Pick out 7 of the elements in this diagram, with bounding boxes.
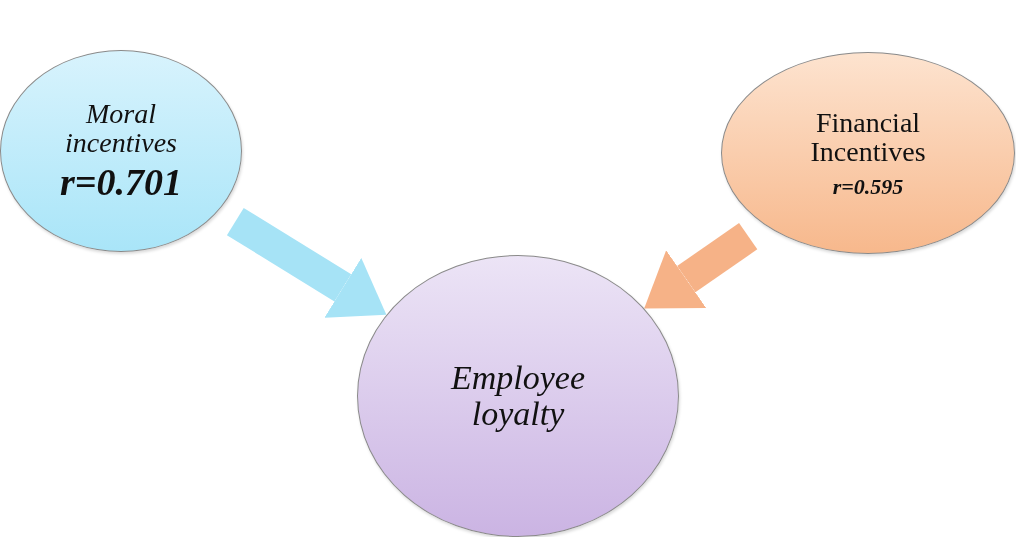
node-text: Moral incentives [64,98,178,158]
node-text: r=0.701 [60,163,182,204]
node-text: Employee loyalty [449,360,586,432]
node-text: Financial Incentives [809,108,927,167]
block-arrow [226,207,387,318]
block-arrow [644,223,758,309]
node-text: r=0.595 [832,174,904,198]
